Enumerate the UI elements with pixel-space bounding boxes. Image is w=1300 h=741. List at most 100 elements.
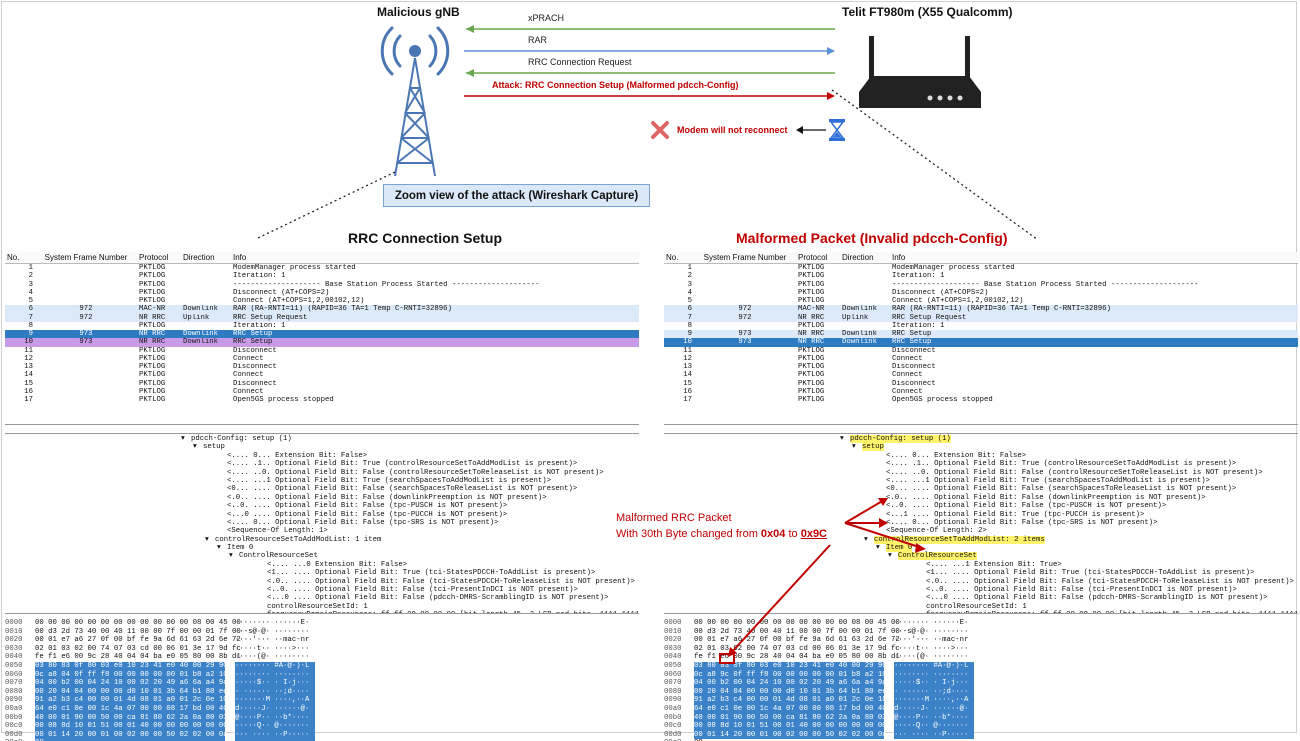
detail-node[interactable]: frequencyDomainResources: ff ff 00 00 00… [5,611,639,613]
detail-node[interactable]: ▾Item 0 [5,544,639,552]
detail-node[interactable]: controlResourceSetId: 1 [5,603,639,611]
col-protocol[interactable]: Protocol [798,253,828,262]
expand-arrow-icon[interactable]: ▾ [181,435,185,443]
detail-node[interactable]: <.... 0... Optional Field Bit: False (tp… [664,519,1298,527]
col-no[interactable]: No. [7,253,20,262]
detail-node[interactable]: ▾pdcch-Config: setup (1) [5,435,639,443]
detail-node[interactable]: <...0 .... Optional Field Bit: False (tp… [5,511,639,519]
detail-node[interactable]: <.... ...0 Extension Bit: False> [5,561,639,569]
col-protocol[interactable]: Protocol [139,253,169,262]
col-info[interactable]: Info [892,253,906,262]
detail-node[interactable]: <..0. .... Optional Field Bit: False (tc… [5,586,639,594]
detail-node[interactable]: <.0.. .... Optional Field Bit: False (tc… [5,578,639,586]
detail-node[interactable]: <.... ...1 Optional Field Bit: True (sea… [664,477,1298,485]
expand-arrow-icon[interactable]: ▾ [193,443,197,452]
detail-node[interactable]: <.0.. .... Optional Field Bit: False (tc… [664,578,1298,586]
col-sfn[interactable]: System Frame Number [44,253,128,262]
detail-node[interactable]: ▾Item 0 [664,544,1298,553]
expand-arrow-icon[interactable]: ▾ [217,544,221,553]
detail-node[interactable]: <...1 .... Optional Field Bit: True (tpc… [664,511,1298,519]
detail-node[interactable]: <.... ..0. Optional Field Bit: False (co… [664,469,1298,477]
detail-node[interactable]: <...0 .... Optional Field Bit: False (pd… [664,594,1298,602]
col-direction[interactable]: Direction [842,253,874,262]
col-sfn[interactable]: System Frame Number [703,253,787,262]
detail-node[interactable]: <.... .1.. Optional Field Bit: True (con… [5,460,639,468]
col-no[interactable]: No. [666,253,679,262]
detail-node[interactable]: <.... .1.. Optional Field Bit: True (con… [664,460,1298,468]
detail-node[interactable]: ▾setup [664,443,1298,452]
detail-node[interactable]: controlResourceSetId: 1 [664,603,1298,611]
detail-node[interactable]: ▾ControlResourceSet [664,552,1298,561]
detail-node[interactable]: <...0 .... Optional Field Bit: False (pd… [5,594,639,602]
detail-node[interactable]: <1... .... Optional Field Bit: True (tci… [664,569,1298,577]
expand-arrow-icon[interactable]: ▾ [876,544,880,553]
detail-node[interactable]: <.... ...1 Optional Field Bit: True (sea… [5,477,639,485]
detail-node[interactable]: <.0.. .... Optional Field Bit: False (do… [5,494,639,502]
expand-arrow-icon[interactable]: ▾ [229,552,233,561]
expand-arrow-icon[interactable]: ▾ [840,435,844,443]
detail-node[interactable]: <.... 0... Extension Bit: False> [664,452,1298,460]
col-direction[interactable]: Direction [183,253,215,262]
detail-node[interactable]: <0... .... Optional Field Bit: False (se… [5,485,639,493]
expand-arrow-icon[interactable]: ▾ [205,535,209,544]
col-info[interactable]: Info [233,253,247,262]
detail-node[interactable]: <Sequence-Of Length: 1> [5,527,639,535]
expand-arrow-icon[interactable]: ▾ [852,443,856,452]
detail-node[interactable]: ▾setup [5,443,639,451]
detail-node[interactable]: ▾pdcch-Config: setup (1) [664,435,1298,443]
detail-node[interactable]: <.... 0... Optional Field Bit: False (tp… [5,519,639,527]
detail-node[interactable]: ▾ControlResourceSet [5,552,639,560]
